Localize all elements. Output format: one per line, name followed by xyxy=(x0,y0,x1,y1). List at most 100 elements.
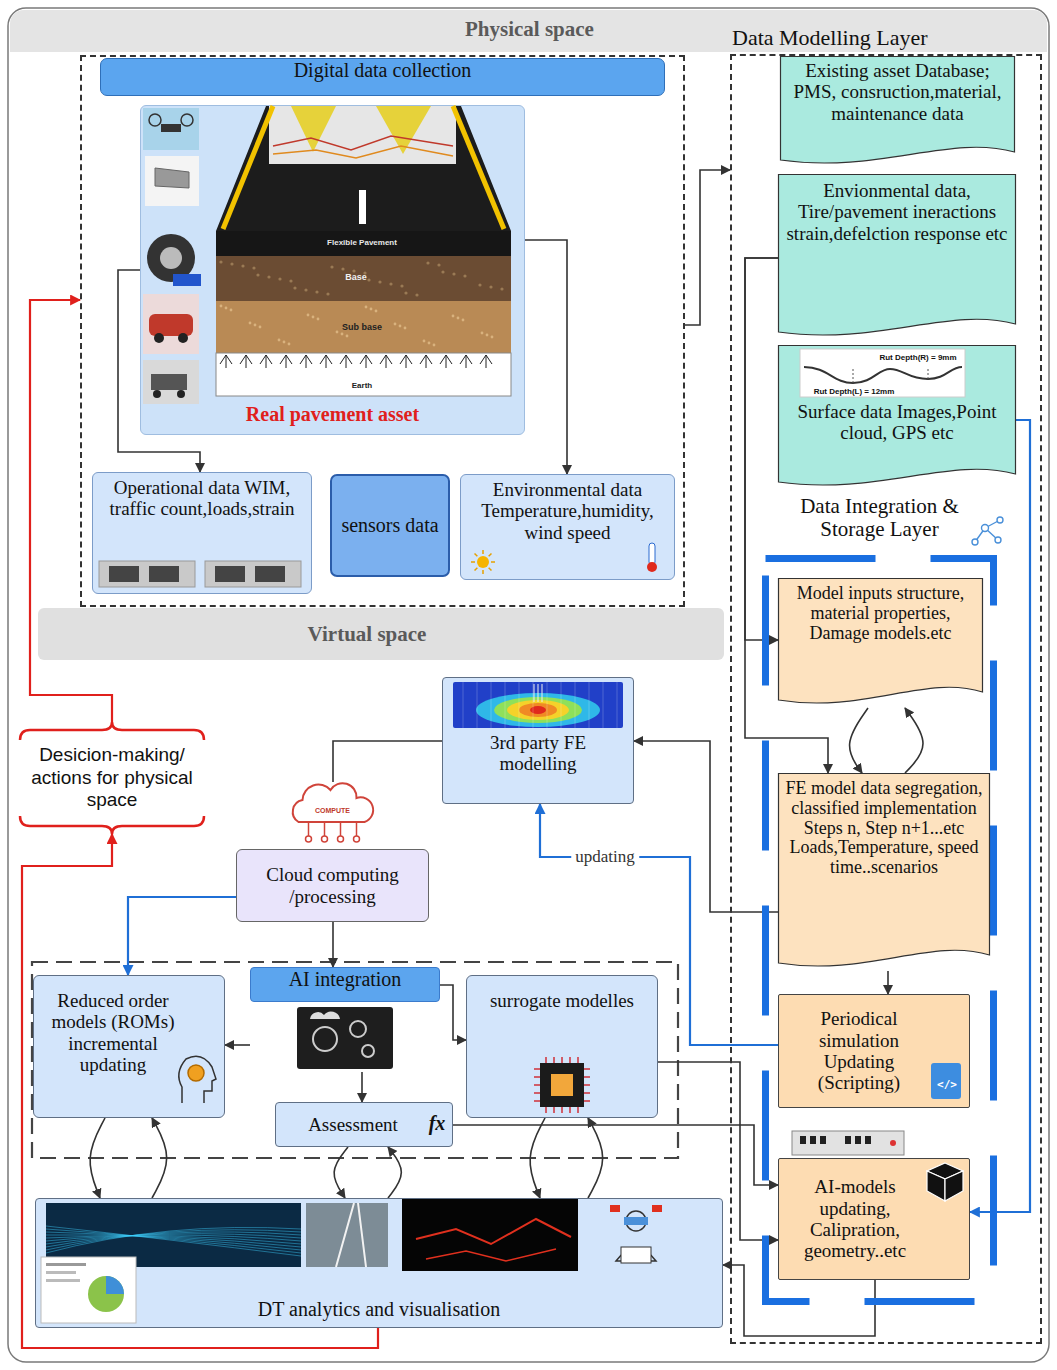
sun-icon xyxy=(477,556,489,568)
gravel-dot xyxy=(463,274,466,277)
cube-face xyxy=(945,1171,963,1201)
gravel-dot xyxy=(400,284,403,287)
pie-slice xyxy=(106,1276,124,1294)
device-port xyxy=(855,1136,861,1144)
sensor-plate xyxy=(173,274,201,286)
connector xyxy=(588,1118,603,1198)
base-layer xyxy=(216,256,511,301)
document-outline xyxy=(781,57,1015,164)
tire-shape xyxy=(149,566,179,582)
root-symbol xyxy=(360,355,372,368)
connector xyxy=(634,741,778,912)
network-dot xyxy=(997,517,1003,523)
node-text: Reduced order models (ROMs) incremental … xyxy=(42,990,184,1075)
gravel-dot xyxy=(304,288,307,291)
connector xyxy=(440,985,466,1040)
node-illustration xyxy=(141,106,524,434)
gravel-dot xyxy=(219,260,222,263)
car-wheel xyxy=(178,333,188,343)
connector xyxy=(530,1118,545,1198)
vehicle-photo xyxy=(143,360,199,404)
cloud-icon xyxy=(293,783,373,822)
sand-dot xyxy=(394,323,397,326)
crack-line xyxy=(273,146,453,158)
data-box: Environmental data Temperature,humidity,… xyxy=(460,474,675,580)
chip-pin xyxy=(534,1057,590,1113)
chip-core xyxy=(551,1074,573,1096)
cloud-link xyxy=(308,822,310,836)
twin-mesh xyxy=(46,1232,301,1247)
sensor-box: sensors data xyxy=(330,474,450,577)
node-text: Environmental data Temperature,humidity,… xyxy=(467,479,668,543)
road-photo xyxy=(306,1203,388,1267)
gravel-dot xyxy=(256,273,259,276)
twin-mesh xyxy=(46,1235,301,1241)
gravel-dot xyxy=(293,286,296,289)
gravel-dot xyxy=(404,291,407,294)
crack-line xyxy=(426,1249,556,1261)
gravel-dot xyxy=(241,264,244,267)
icon-label: COMPUTE xyxy=(315,807,350,814)
chip-body xyxy=(540,1063,584,1107)
asphalt-layer xyxy=(216,231,511,256)
sand-dot xyxy=(433,344,436,347)
gravel-dot xyxy=(326,292,329,295)
flag-icon xyxy=(652,1205,662,1212)
fe-mesh xyxy=(533,682,534,728)
drone-body xyxy=(161,124,181,132)
light-beam xyxy=(376,106,431,154)
connector xyxy=(685,170,730,325)
fe-mesh xyxy=(561,682,562,728)
fe-contour-band xyxy=(494,697,582,723)
document-outline xyxy=(779,346,1016,486)
gravel-dot xyxy=(341,267,344,270)
bracket-note: Desicion-making/ actions for physical sp… xyxy=(18,722,206,834)
cloud-node xyxy=(354,836,360,842)
region-header: Digital data collection xyxy=(100,58,665,96)
gravel-dot xyxy=(452,272,455,275)
root-symbol xyxy=(320,355,332,368)
storage-outline xyxy=(766,559,994,1302)
connector xyxy=(152,1118,167,1198)
gravel-dot xyxy=(489,285,492,288)
sand-dot xyxy=(254,324,257,327)
fe-mesh xyxy=(491,682,492,728)
car-photo xyxy=(143,294,199,354)
sand-dot xyxy=(491,336,494,339)
connector-label: updating xyxy=(571,847,639,867)
root-symbol xyxy=(440,355,452,368)
document-outline xyxy=(779,774,990,967)
aerial-inset xyxy=(269,106,456,164)
node-text: Periodical simulation Updating (Scriptin… xyxy=(787,1008,931,1093)
dimension-label: Rut Depth(R) = 9mm xyxy=(879,353,956,362)
sand-dot xyxy=(399,325,402,328)
gravel-dot xyxy=(278,277,281,280)
gear-icon xyxy=(188,1065,204,1081)
cloud-link xyxy=(324,822,326,836)
node-text: Existing asset Database; PMS, consructio… xyxy=(788,60,1007,124)
fe-mesh xyxy=(575,682,576,728)
data-box: Operational data WIM, traffic count,load… xyxy=(92,472,312,594)
root-symbol xyxy=(460,355,472,368)
root-symbol xyxy=(420,355,432,368)
twin-mesh xyxy=(46,1230,301,1250)
tire-shape xyxy=(255,566,285,582)
sand-dot xyxy=(312,316,315,319)
band: Virtual space xyxy=(38,608,724,660)
operator-laptop xyxy=(621,1247,651,1263)
node-text: Surface data Images,Point cloud, GPS etc xyxy=(786,401,1008,444)
bracket-bottom xyxy=(20,816,204,834)
connector xyxy=(225,1044,250,1046)
process-box: Assessment xyxy=(275,1102,453,1147)
connector xyxy=(334,1147,348,1198)
sand-dot xyxy=(452,315,455,318)
gravel-dot xyxy=(500,287,503,290)
tire-outer xyxy=(147,234,195,282)
connector xyxy=(128,897,236,975)
fe-mesh xyxy=(589,682,590,728)
twin-mesh xyxy=(46,1235,301,1247)
truck-photo xyxy=(205,561,301,587)
sun-ray xyxy=(475,554,478,557)
twin-mesh xyxy=(46,1227,301,1253)
subbase-layer xyxy=(216,301,511,353)
